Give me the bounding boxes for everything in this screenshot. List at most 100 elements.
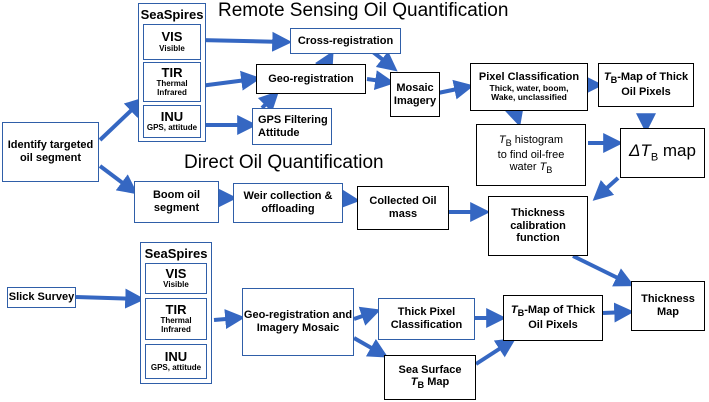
identify-label: Identify targeted oil segment [7,139,94,164]
tb-histogram-line1: TB histogram [499,134,563,149]
tir-desc: Thermal Infrared [156,79,188,98]
arrow-mosaic-to-pixel [437,79,475,100]
tb-map-thick-oil-bottom-box: TB-Map of Thick Oil Pixels [503,295,603,341]
boom-oil-segment-label: Boom oil segment [152,189,201,214]
thickness-calibration-box: Thickness calibration function [488,196,588,256]
arrow-georeg-to-seasurface [353,336,389,358]
tb-map-top-symbol: T [603,71,611,84]
seaspires-bottom-title: SeaSpires [144,246,208,261]
arrow-georeg-to-thickpix [353,306,381,326]
geo-registration-box: Geo-registration [256,64,366,94]
arrow-calibration-to-thickness [572,254,635,287]
tb-histogram-symbol2: T [539,161,547,174]
gps-filtering-box: GPS Filtering Attitude [252,108,332,145]
tb-histogram-sub: B [505,138,512,149]
seaspires-bottom-group: SeaSpires VIS Visible TIR Thermal Infrar… [140,242,212,384]
tb-histogram-line3: water TB [510,161,553,176]
seaspires-top-group: SeaSpires VIS Visible TIR Thermal Infrar… [138,3,206,142]
sea-surface-line1: Sea Surface [398,363,462,376]
arrow-identify-to-seaspires [98,97,146,142]
thickness-map-box: Thickness Map [631,281,705,331]
geo-registration-mosaic-box: Geo-registration and Imagery Mosaic [242,288,354,356]
boom-oil-segment-box: Boom oil segment [134,181,219,223]
tb-map-bottom-sub: B [517,308,525,319]
gps-filtering-label: GPS Filtering Attitude [258,113,328,139]
sea-surface-sub: B [417,380,425,391]
thick-pixel-classification-label: Thick Pixel Classification [390,306,463,331]
slick-survey-label: Slick Survey [8,291,75,304]
arrow-seasurface-to-tbmap [474,338,517,366]
inu-desc: GPS, attitude [146,123,198,133]
inu-label: INU [160,108,184,124]
inu-bottom-label: INU [164,348,188,364]
seaspires-top-tir: TIR Thermal Infrared [143,62,201,102]
cross-registration-label: Cross-registration [297,34,394,47]
delta-tb-map-label: ΔTB map [629,141,696,164]
collected-oil-mass-label: Collected Oil mass [369,195,437,220]
tb-map-top-sub: B [610,75,618,86]
tir-bottom-desc: Thermal Infrared [160,316,192,335]
tir-bottom-label: TIR [165,302,187,318]
arrow-geo-to-cross [314,50,334,74]
identify-targeted-oil-segment-box: Identify targeted oil segment [2,122,99,182]
tb-map-bottom-symbol: T [510,304,518,317]
tb-histogram-water: water [509,161,540,174]
seaspires-bottom-vis: VIS Visible [145,263,207,294]
thickness-map-label: Thickness Map [641,293,695,318]
geo-registration-mosaic-label: Geo-registration and Imagery Mosaic [243,309,353,334]
pixel-classification-title: Pixel Classification [478,70,580,83]
arrow-tbmap-to-thickness [602,302,635,323]
direct-quantification-heading: Direct Oil Quantification [184,152,384,173]
sea-surface-tb-map-box: Sea Surface TB Map [384,355,476,400]
delta-tb-rest: map [658,141,696,161]
tir-label: TIR [161,65,183,81]
seaspires-top-vis: VIS Visible [143,24,201,60]
delta-tb-map-box: ΔTB map [620,128,705,178]
inu-bottom-desc: GPS, attitude [150,363,202,373]
tb-histogram-text: histogram [511,133,564,146]
collected-oil-mass-box: Collected Oil mass [357,186,449,230]
tb-map-thick-oil-top-box: TB-Map of Thick Oil Pixels [598,63,694,107]
weir-collection-box: Weir collection & offloading [233,183,343,223]
vis-bottom-desc: Visible [163,280,189,290]
tb-map-top-rest: -Map of Thick Oil Pixels [617,71,689,99]
sea-surface-line2: TB Map [411,376,449,391]
remote-sensing-heading: Remote Sensing Oil Quantification [218,0,509,21]
vis-bottom-label: VIS [165,265,187,281]
arrow-gps-to-geo [257,90,280,113]
pixel-classification-box: Pixel Classification Thick, water, boom,… [470,63,588,111]
weir-collection-label: Weir collection & offloading [243,190,333,215]
tb-histogram-symbol: T [498,133,506,146]
mosaic-imagery-box: Mosaic Imagery [390,72,440,117]
vis-label: VIS [161,29,183,45]
seaspires-top-inu: INU GPS, attitude [143,105,201,138]
seaspires-bottom-inu: INU GPS, attitude [145,344,207,379]
cross-registration-box: Cross-registration [290,28,401,54]
arrow-slick-to-seaspires [75,288,146,309]
arrow-pixel-to-histogram [504,104,524,127]
arrow-weir-to-collected [339,188,361,209]
slick-survey-box: Slick Survey [7,287,76,308]
delta-tb-sub: B [650,151,659,164]
arrow-vis-to-cross [197,31,293,52]
sea-surface-symbol: T [410,376,418,389]
tb-map-bottom-rest: -Map of Thick Oil Pixels [524,304,596,332]
sea-surface-rest: Map [424,376,450,389]
arrow-delta-to-calibration [592,176,620,201]
seaspires-bottom-tir: TIR Thermal Infrared [145,298,207,340]
delta-tb-symbol: ΔT [629,141,651,161]
tb-histogram-line2: to find oil-free [497,148,565,161]
vis-desc: Visible [159,43,185,53]
thickness-calibration-label: Thickness calibration function [510,207,566,245]
tb-map-top-label: TB-Map of Thick Oil Pixels [599,71,693,98]
arrow-identify-to-boom [98,164,138,195]
tb-map-bottom-label: TB-Map of Thick Oil Pixels [504,304,602,331]
thick-pixel-classification-box: Thick Pixel Classification [378,298,475,340]
arrow-tir-to-geo [199,70,262,91]
tb-histogram-box: TB histogram to find oil-free water TB [476,124,586,186]
pixel-classification-detail: Thick, water, boom, Wake, unclassified [489,82,569,103]
arrow-geo-to-mosaic [366,70,396,91]
seaspires-top-title: SeaSpires [140,7,204,22]
arrow-cross-to-mosaic [371,50,398,72]
